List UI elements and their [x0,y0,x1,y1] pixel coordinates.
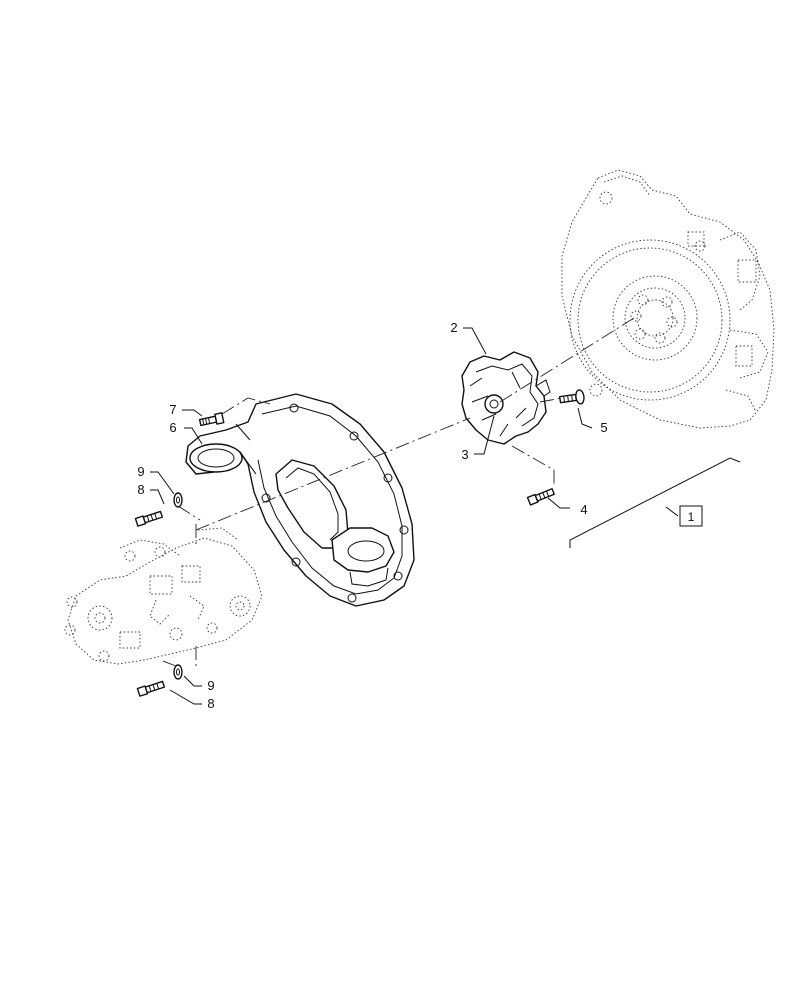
callout-6: 6 [169,420,176,435]
bolt-8-upper [134,510,164,527]
callout-7: 7 [169,402,176,417]
engine-assembly [561,169,775,429]
callout-5: 5 [600,420,607,435]
kit-bracket [569,457,741,548]
callout-9-upper: 9 [137,464,144,479]
bolt-7 [198,412,225,427]
callout-4: 4 [580,502,587,517]
callout-1: 1 [688,510,695,524]
washer-9-lower [173,664,183,680]
callout-3: 3 [461,447,468,462]
coupling [461,351,551,445]
kit-leader [665,506,679,517]
screw-4 [526,488,555,506]
washer-9-upper [173,492,183,508]
callout-2: 2 [450,320,457,335]
bolt-8-lower [136,680,166,697]
callout-9-lower: 9 [207,678,214,693]
leader-lines [150,327,593,705]
callout-8-upper: 8 [137,482,144,497]
flywheel-housing [185,393,415,607]
assembly-lines [159,317,635,668]
hydraulic-pump [64,527,263,665]
screw-5 [558,389,585,405]
kit-label-box [679,505,703,527]
callout-8-lower: 8 [207,696,214,711]
